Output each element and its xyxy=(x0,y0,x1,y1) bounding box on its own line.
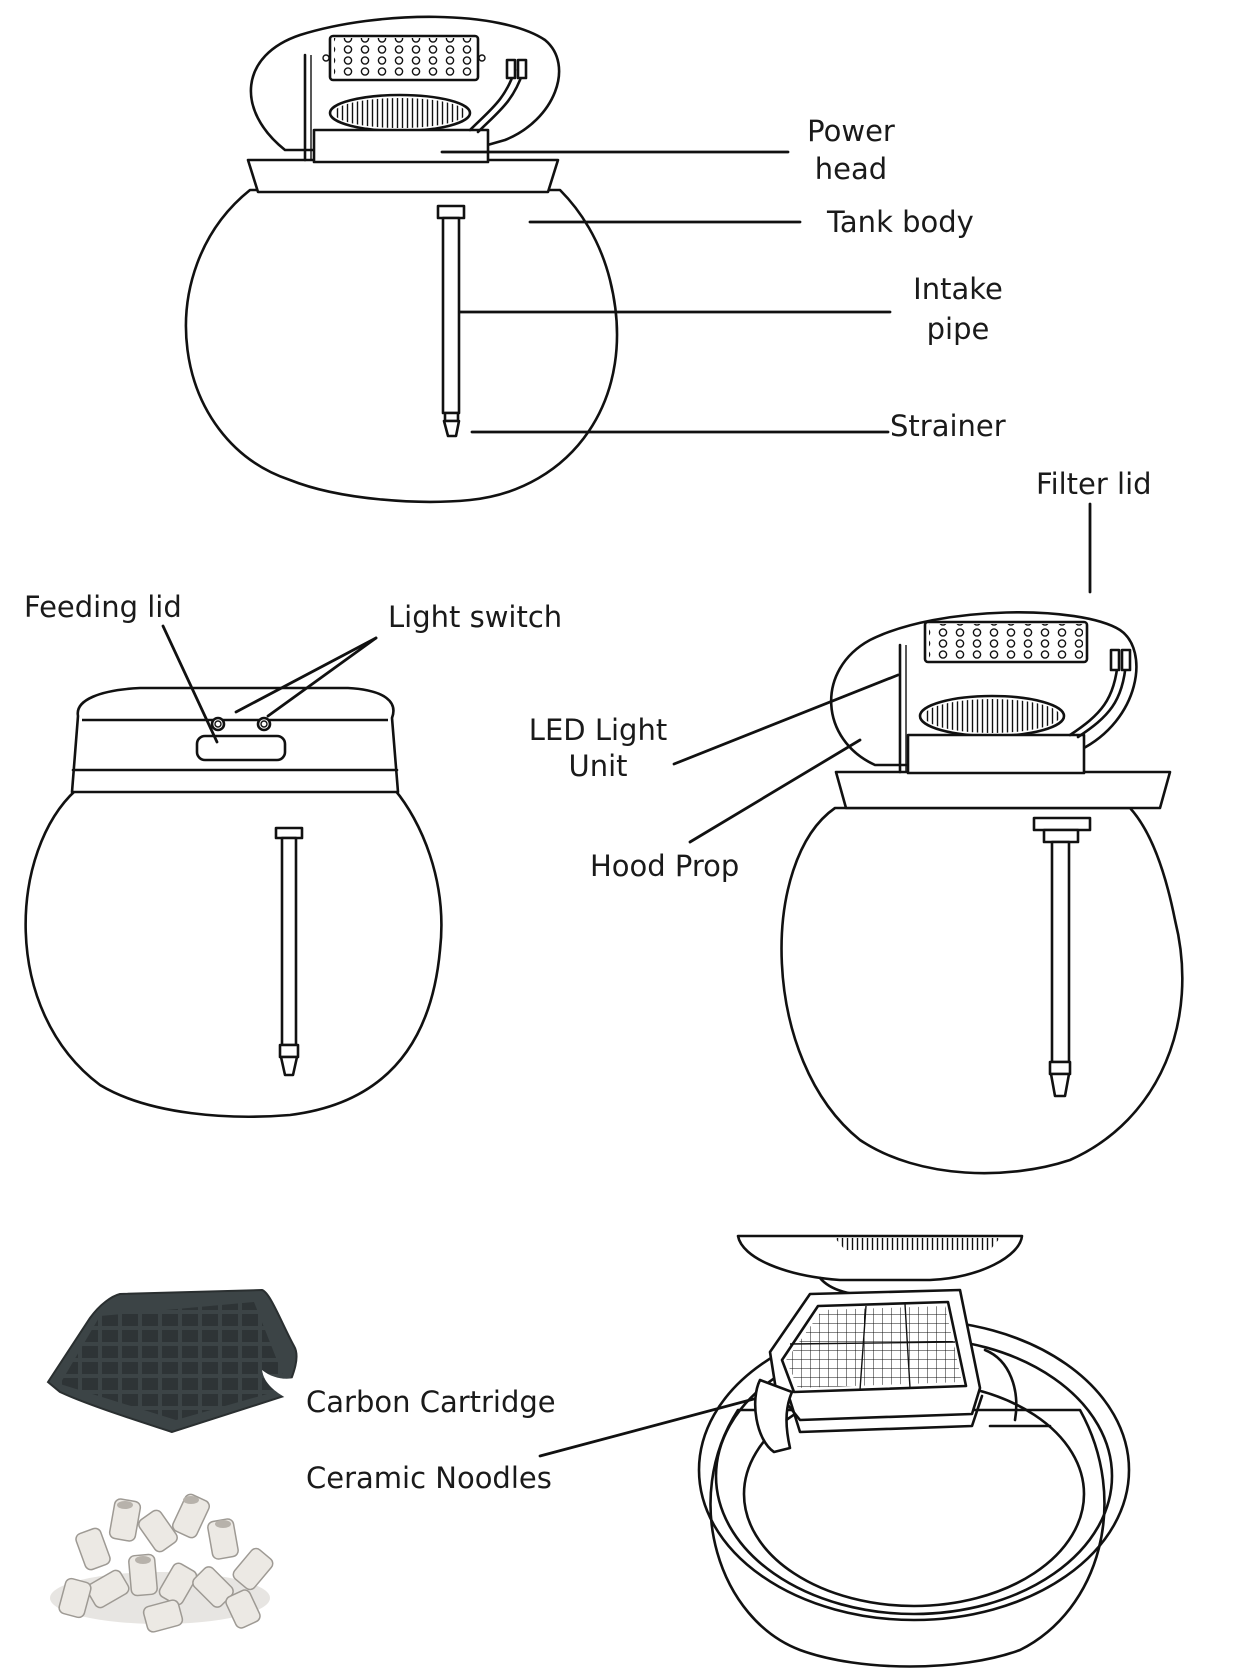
label-led-light-unit-line1: LED Light xyxy=(529,713,667,747)
label-tank-body: Tank body xyxy=(826,205,974,239)
tank-rim xyxy=(248,160,558,192)
label-carbon-cartridge: Carbon Cartridge xyxy=(306,1385,556,1419)
tank-body-globe-open xyxy=(782,808,1183,1173)
ceramic-noodles-image xyxy=(50,1492,275,1633)
intake-pipe-open xyxy=(1052,842,1069,1062)
label-strainer: Strainer xyxy=(890,409,1006,443)
intake-pipe-closed xyxy=(282,838,296,1045)
tank-body-globe xyxy=(186,190,617,502)
intake-pipe-top xyxy=(438,206,464,218)
light-switch-left xyxy=(212,718,224,730)
tank-diagram-closed xyxy=(26,626,442,1117)
label-light-switch: Light switch xyxy=(388,600,562,634)
label-ceramic-noodles: Ceramic Noodles xyxy=(306,1461,552,1495)
carbon-cartridge-image xyxy=(48,1290,297,1432)
label-intake-pipe-line1: Intake xyxy=(913,272,1003,306)
label-intake-pipe-line2: pipe xyxy=(927,312,990,346)
strainer-closed xyxy=(281,1057,297,1075)
label-hood-prop: Hood Prop xyxy=(590,849,739,883)
intake-pipe xyxy=(443,218,459,413)
tank-diagram-open xyxy=(674,504,1182,1173)
light-switch-right xyxy=(258,718,270,730)
power-head xyxy=(314,130,488,162)
tank-diagram-top xyxy=(186,17,890,502)
tank-body-globe-closed xyxy=(26,790,442,1117)
feeding-lid xyxy=(197,736,285,760)
label-feeding-lid: Feeding lid xyxy=(24,590,182,624)
tank-top-view xyxy=(699,1236,1129,1667)
label-filter-lid: Filter lid xyxy=(1036,467,1152,501)
label-power-head-line1: Power xyxy=(807,114,895,148)
strainer-open xyxy=(1051,1074,1069,1096)
strainer xyxy=(444,421,459,436)
label-power-head-line2: head xyxy=(815,152,887,186)
label-led-light-unit-line2: Unit xyxy=(568,749,627,783)
power-head-right xyxy=(908,735,1084,773)
